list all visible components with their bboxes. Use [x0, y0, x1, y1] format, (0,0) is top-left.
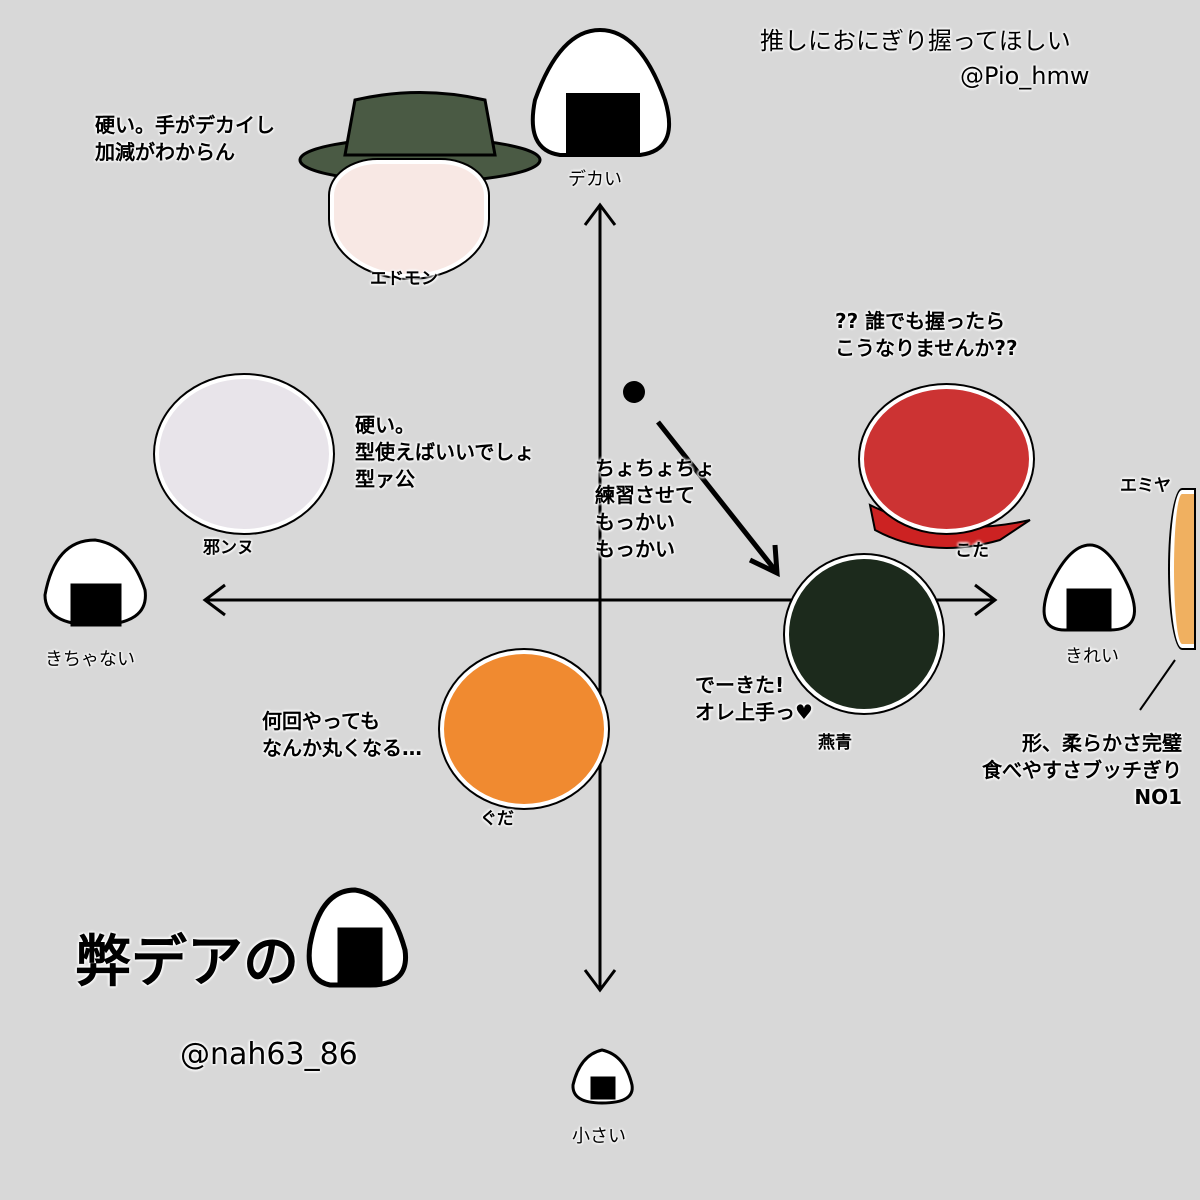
yanqing-label: 燕青 [818, 733, 852, 753]
jeanne-comment: 硬い。 型使えばいいでしょ 型ァ公 [355, 413, 535, 491]
axis-label-top: デカい [568, 169, 622, 190]
axis-label-left: きちゃない [45, 649, 135, 670]
axis-label-right: きれい [1065, 646, 1119, 667]
emiya-comment: 形、柔らかさ完璧 食べやすさブッチぎり NO1 [982, 731, 1182, 809]
edmond-head [330, 160, 488, 278]
kotaro-comment: ?? 誰でも握ったら こうなりませんか?? [835, 309, 1018, 360]
credit-handle: @Pio_hmw [960, 62, 1090, 90]
gudako-head [440, 650, 608, 808]
credit-line-1: 推しにおにぎり握ってほしい [760, 27, 1071, 55]
onigiri-clean-icon [1042, 543, 1136, 632]
arrow-down [583, 969, 617, 993]
emiya-head [1170, 490, 1194, 648]
yanqing-arrow [656, 420, 777, 572]
gudako-label: ぐだ [480, 809, 514, 829]
edmond-comment: 硬い。手がデカイし 加減がわからん [95, 113, 275, 164]
arrow-right [974, 583, 998, 617]
gudako-comment: 何回やっても なんか丸くなる… [262, 709, 422, 760]
yanqing-practice-comment: ちょちょちょ 練習させて もっかい もっかい [595, 456, 715, 561]
yanqing-comment: でーきた! オレ上手っ♥ [695, 673, 813, 724]
yanqing-head [785, 555, 943, 713]
edmond-label: エドモン [370, 269, 438, 289]
kotaro-head [860, 385, 1033, 533]
kotaro-label: こた [955, 541, 989, 561]
jeanne-label: 邪ンヌ [203, 538, 254, 558]
arrow-up [583, 202, 617, 226]
axis-label-bottom: 小さい [572, 1126, 626, 1147]
onigiri-small-icon [571, 1048, 634, 1105]
arrow-left [202, 583, 226, 617]
jeanne-head [155, 375, 333, 533]
footer-handle: @nah63_86 [180, 1037, 358, 1072]
onigiri-title-icon [306, 887, 409, 988]
onigiri-messy-icon [43, 538, 147, 627]
emiya-label: エミヤ [1120, 476, 1171, 496]
footer-title: 弊デアの [75, 930, 299, 995]
onigiri-big-icon [530, 27, 672, 157]
rice-ball-position-dot [623, 381, 645, 403]
